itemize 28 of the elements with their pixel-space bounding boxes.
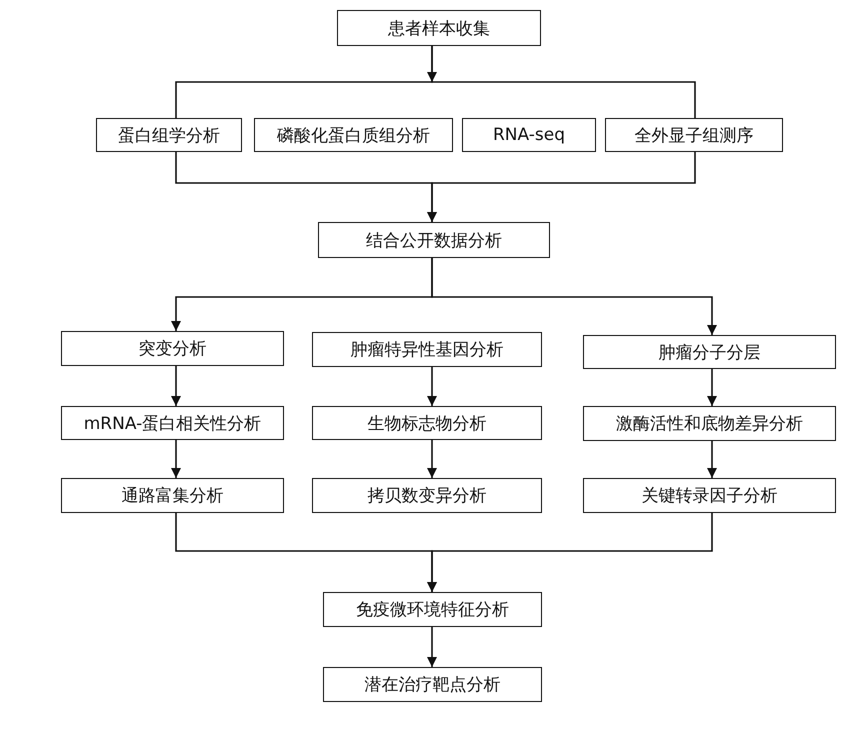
process-box: 肿瘤特异性基因分析 xyxy=(312,332,542,367)
arrow xyxy=(427,627,437,667)
arrow xyxy=(427,367,437,406)
process-box: mRNA-蛋白相关性分析 xyxy=(61,406,284,440)
process-box: 患者样本收集 xyxy=(337,10,541,46)
branch-arrow xyxy=(171,258,717,335)
branch-arrow xyxy=(175,46,696,118)
process-box: 激酶活性和底物差异分析 xyxy=(583,406,836,441)
process-box: 突变分析 xyxy=(61,331,284,366)
process-box: 生物标志物分析 xyxy=(312,406,542,440)
process-box: 免疫微环境特征分析 xyxy=(323,592,542,627)
arrow xyxy=(171,366,181,406)
process-box: 拷贝数变异分析 xyxy=(312,478,542,513)
process-box: 肿瘤分子分层 xyxy=(583,335,836,369)
process-box: 磷酸化蛋白质组分析 xyxy=(254,118,453,152)
process-box: 潜在治疗靶点分析 xyxy=(323,667,542,702)
process-box: 全外显子组测序 xyxy=(605,118,783,152)
arrow xyxy=(707,369,717,406)
branch-arrow xyxy=(175,513,713,592)
process-box: 结合公开数据分析 xyxy=(318,222,550,258)
process-box: RNA-seq xyxy=(462,118,596,152)
process-box: 通路富集分析 xyxy=(61,478,284,513)
arrow xyxy=(171,440,181,478)
process-box: 关键转录因子分析 xyxy=(583,478,836,513)
arrow xyxy=(707,441,717,478)
arrow xyxy=(427,440,437,478)
process-box: 蛋白组学分析 xyxy=(96,118,242,152)
branch-arrow xyxy=(175,152,696,222)
